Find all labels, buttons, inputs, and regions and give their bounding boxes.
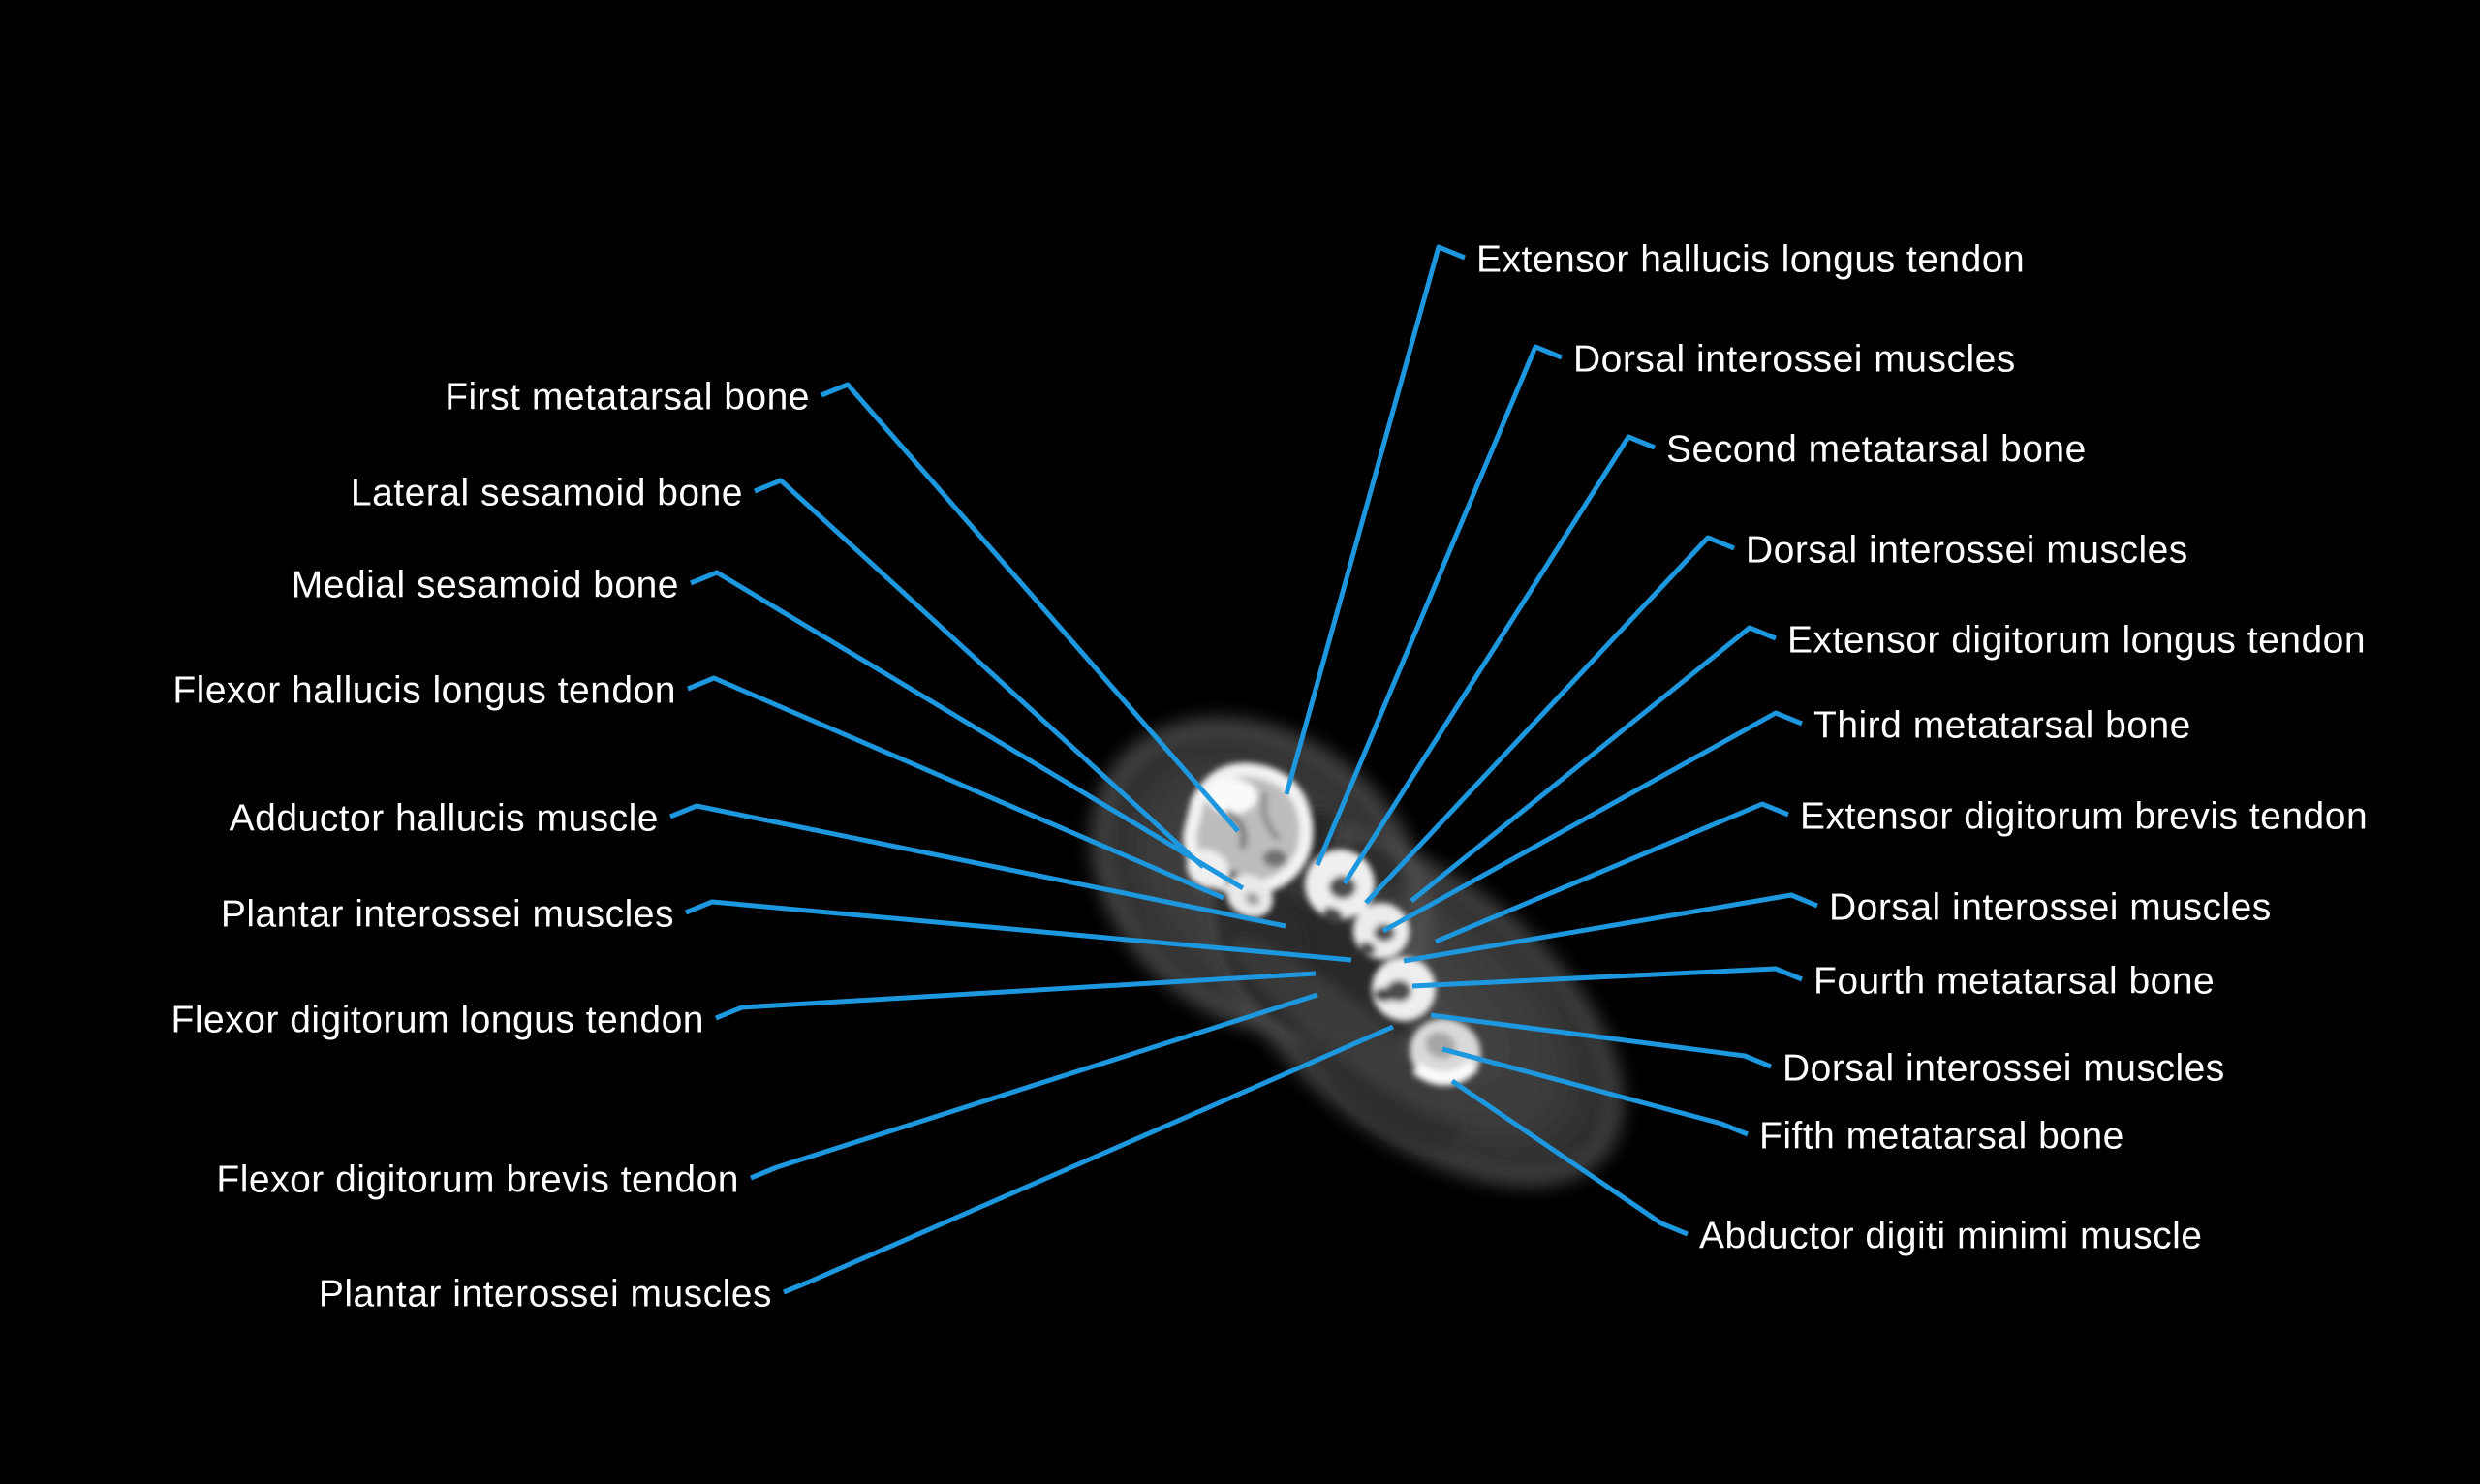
annotation-flexor-digitorum-longus-tendon-left-6: Flexor digitorum longus tendon <box>171 971 1317 1041</box>
annotation-abductor-digiti-minimi-muscle-right-11: Abductor digiti minimi muscle <box>1450 1078 2203 1257</box>
annotation-flexor-hallucis-longus-tendon-left-3: Flexor hallucis longus tendon <box>172 670 1224 901</box>
annotation-lateral-sesamoid-bone-left-1: Lateral sesamoid bone <box>351 473 1205 869</box>
annotation-medial-sesamoid-bone-left-2: Medial sesamoid bone <box>292 565 1245 891</box>
annotation-dorsal-interossei-muscles-right-1: Dorsal interossei muscles <box>1315 339 2016 866</box>
leader-line <box>1430 1012 1772 1069</box>
annotation-plantar-interossei-muscles-left-5: Plantar interossei muscles <box>221 894 1352 963</box>
annotation-fifth-metatarsal-bone-right-10: Fifth metatarsal bone <box>1442 1046 2124 1158</box>
annotation-second-metatarsal-bone-right-2: Second metatarsal bone <box>1342 429 2087 885</box>
anatomy-label: Dorsal interossei muscles <box>1573 339 2016 381</box>
leader-line <box>754 478 1205 869</box>
third-metatarsal-shape <box>1353 903 1410 959</box>
leader-line <box>783 1024 1395 1295</box>
annotation-dorsal-interossei-muscles-right-9: Dorsal interossei muscles <box>1430 1012 2225 1090</box>
anatomy-label: Flexor hallucis longus tendon <box>172 670 676 712</box>
anatomy-label: Extensor hallucis longus tendon <box>1476 239 2025 281</box>
annotation-extensor-digitorum-longus-tendon-right-4: Extensor digitorum longus tendon <box>1410 620 2366 903</box>
leader-line <box>687 675 1224 901</box>
annotation-third-metatarsal-bone-right-5: Third metatarsal bone <box>1381 705 2191 934</box>
anatomy-label: Fifth metatarsal bone <box>1759 1116 2124 1158</box>
anatomy-label: Flexor digitorum longus tendon <box>171 1000 704 1041</box>
annotation-fourth-metatarsal-bone-right-8: Fourth metatarsal bone <box>1411 961 2215 1003</box>
leader-line <box>1410 625 1777 903</box>
anatomy-label: Lateral sesamoid bone <box>351 473 743 514</box>
anatomy-label: Extensor digitorum brevis tendon <box>1800 796 2368 838</box>
leader-line <box>690 570 1245 891</box>
leader-line <box>1435 801 1789 944</box>
anatomy-label: Fourth metatarsal bone <box>1814 961 2215 1003</box>
anatomy-label: Second metatarsal bone <box>1666 429 2087 471</box>
leader-line <box>1284 244 1466 795</box>
leader-line <box>1315 344 1563 866</box>
anatomy-label: Medial sesamoid bone <box>292 565 679 606</box>
leader-line <box>1381 710 1803 934</box>
leader-line <box>821 382 1240 833</box>
anatomy-label: Flexor digitorum brevis tendon <box>216 1159 739 1201</box>
leader-line <box>1342 434 1656 885</box>
annotation-dorsal-interossei-muscles-right-7: Dorsal interossei muscles <box>1403 887 2272 964</box>
leader-line <box>685 899 1352 963</box>
anatomy-label: Abductor digiti minimi muscle <box>1699 1216 2203 1257</box>
annotation-first-metatarsal-bone-left-0: First metatarsal bone <box>445 377 1240 833</box>
ct-scan-image <box>1093 720 1622 1185</box>
leader-line <box>1364 535 1735 905</box>
leader-line <box>1411 966 1803 989</box>
annotation-plantar-interossei-muscles-left-8: Plantar interossei muscles <box>319 1024 1395 1315</box>
annotation-adductor-hallucis-muscle-left-4: Adductor hallucis muscle <box>230 798 1286 929</box>
leader-line <box>715 971 1317 1021</box>
annotation-extensor-hallucis-longus-tendon-right-0: Extensor hallucis longus tendon <box>1284 239 2025 795</box>
leader-line <box>750 992 1318 1181</box>
leader-line <box>1403 892 1818 964</box>
anatomy-label: Dorsal interossei muscles <box>1746 530 2188 572</box>
anatomy-label: Dorsal interossei muscles <box>1782 1048 2225 1090</box>
annotation-flexor-digitorum-brevis-tendon-left-7: Flexor digitorum brevis tendon <box>216 992 1318 1201</box>
anatomy-label: Third metatarsal bone <box>1814 705 2191 747</box>
leader-line <box>1442 1046 1749 1137</box>
anatomy-label: Adductor hallucis muscle <box>230 798 659 840</box>
anatomy-label: Dorsal interossei muscles <box>1829 887 2272 929</box>
leader-line <box>669 803 1286 929</box>
anatomy-label: First metatarsal bone <box>445 377 810 418</box>
fourth-metatarsal-shape <box>1372 957 1436 1021</box>
annotation-extensor-digitorum-brevis-tendon-right-6: Extensor digitorum brevis tendon <box>1435 796 2368 944</box>
anatomy-label: Plantar interossei muscles <box>221 894 674 936</box>
leader-line <box>1450 1078 1689 1237</box>
anatomy-label: Plantar interossei muscles <box>319 1274 772 1315</box>
anatomy-label: Extensor digitorum longus tendon <box>1787 620 2366 662</box>
annotation-dorsal-interossei-muscles-right-3: Dorsal interossei muscles <box>1364 530 2188 905</box>
